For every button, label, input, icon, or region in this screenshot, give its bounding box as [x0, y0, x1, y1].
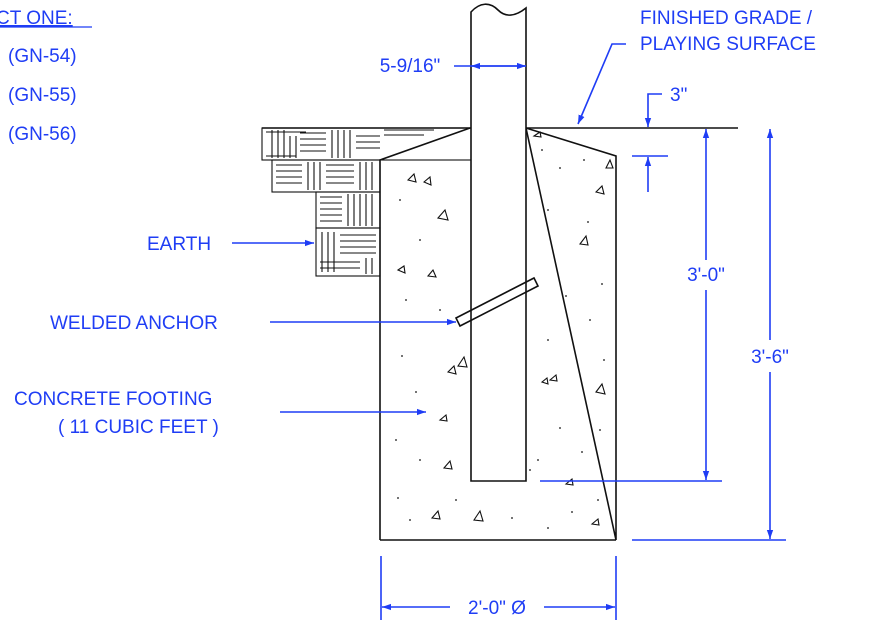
legend-item: (GN-54): [8, 46, 77, 67]
concrete-aggregate: [396, 131, 614, 526]
finished-grade-label-line2: PLAYING SURFACE: [640, 34, 816, 55]
earth-hatch: [261, 127, 483, 277]
earth-label: EARTH: [147, 234, 211, 255]
finished-grade-leader: [577, 43, 626, 125]
concrete-footing-label-line2: ( 11 CUBIC FEET ): [58, 417, 219, 438]
concrete-footing-label-line1: CONCRETE FOOTING: [14, 389, 212, 410]
grade-offset-arrow-top: [644, 93, 662, 127]
steel-pole: [470, 3, 527, 482]
welded-anchor-label: WELDED ANCHOR: [50, 313, 218, 334]
legend-item: (GN-55): [8, 85, 77, 106]
footing-diameter-label: 2'-0" Ø: [468, 598, 526, 619]
grade-offset-label: 3": [670, 85, 687, 106]
legend-item: (GN-56): [8, 124, 77, 145]
pole-width-label: 5-9/16": [380, 56, 441, 77]
embed-depth-label: 3'-0": [687, 265, 725, 286]
concrete-footing-outline: [379, 126, 617, 541]
legend-heading: CT ONE:: [0, 8, 73, 29]
welded-anchor: [454, 276, 540, 328]
footing-depth-label: 3'-6": [751, 347, 789, 368]
finished-grade-label-line1: FINISHED GRADE /: [640, 8, 813, 29]
concrete-dots: [395, 149, 605, 529]
